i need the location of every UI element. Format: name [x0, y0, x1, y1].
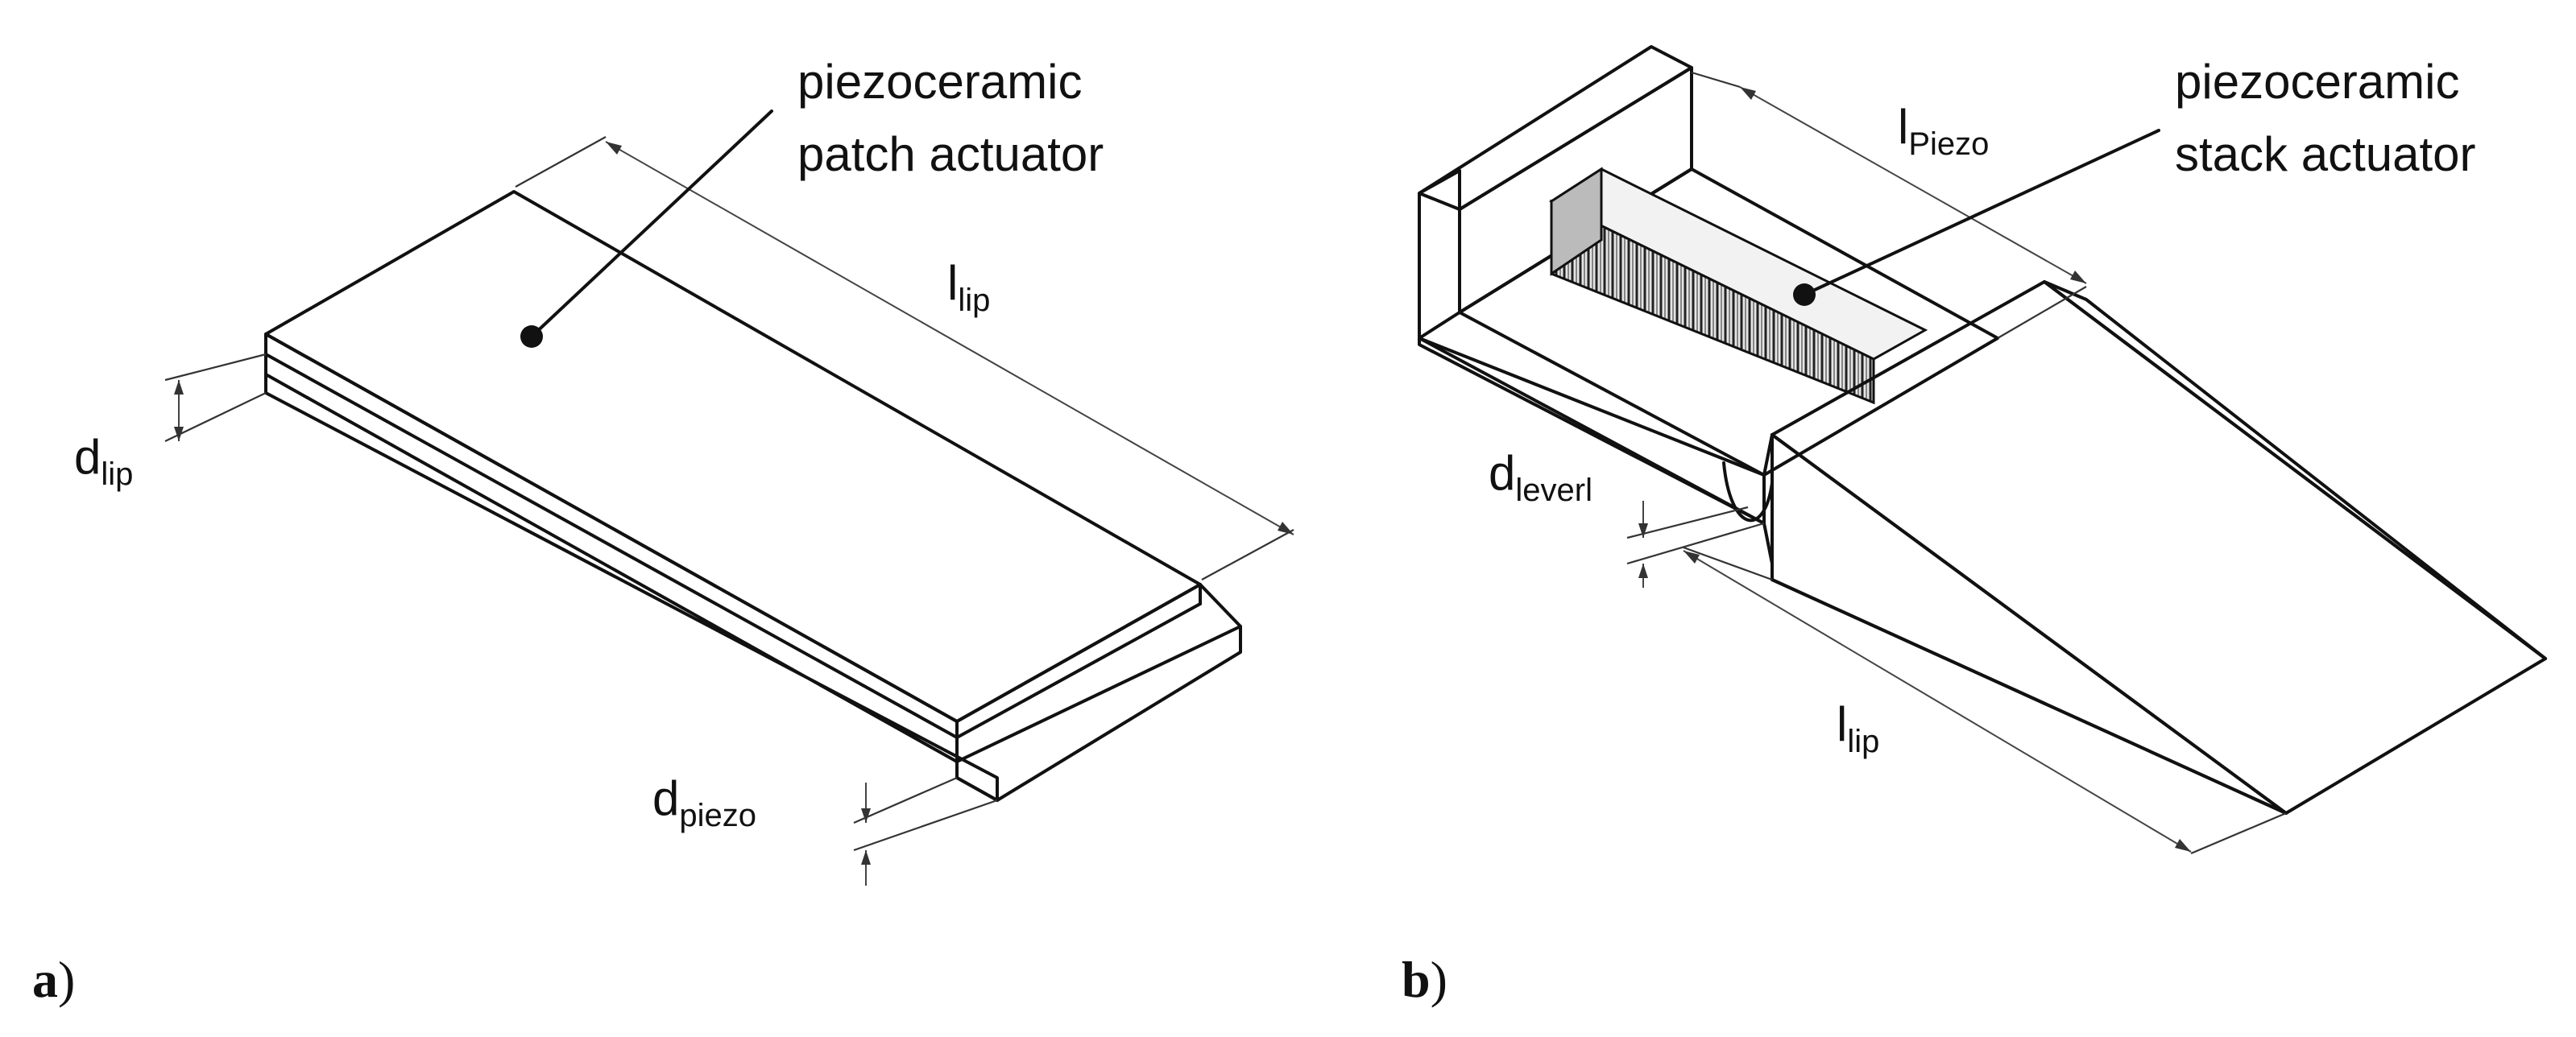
lip-wedge-right — [2043, 280, 2547, 660]
llip-label-a: llip — [947, 256, 990, 318]
llip-b-dimension-line — [1683, 550, 2192, 853]
stack-callout-dot — [1793, 283, 1816, 306]
panel-a-piezo-dimension — [853, 776, 998, 886]
panel-a-drawing — [264, 190, 1242, 802]
stack-left-face — [1550, 167, 1603, 276]
panel-b-lever-dimension — [1626, 501, 1765, 588]
dleverl-label: dleverl — [1489, 446, 1592, 508]
panel-b-marker: b) — [1402, 951, 1447, 1008]
patch-callout-dot — [520, 325, 543, 348]
panel-b-callout-leader — [1793, 129, 2160, 306]
stack-callout-line1: piezoceramic — [2175, 55, 2459, 109]
lip-wedge-side — [1762, 433, 2288, 815]
panel-a-length-dimension — [515, 136, 1294, 580]
lever-groove — [1722, 461, 1774, 523]
lpiezo-dimension-line — [1739, 86, 2087, 284]
llip-dimension-line — [605, 141, 1294, 535]
panel-b-piezo-length-dimension — [1691, 71, 2087, 339]
lip-top-face — [264, 190, 1202, 723]
stack-callout-line2: stack actuator — [2175, 127, 2476, 181]
panel-b-lip-length-dimension — [1683, 546, 2287, 855]
piezo-patch-front — [264, 333, 959, 739]
patch-callout-line1: piezoceramic — [797, 55, 1082, 109]
dlip-label: dlip — [74, 430, 133, 492]
lip-front-face — [264, 373, 999, 802]
llip-label-b: llip — [1837, 697, 1879, 759]
lip-bottom-edge — [1770, 578, 2288, 815]
panel-a-callout-leader — [520, 109, 773, 348]
lip-wedge-top — [1770, 280, 2547, 815]
panel-b-drawing — [1418, 45, 2547, 815]
dpiezo-label: dpiezo — [652, 771, 756, 833]
panel-a-thickness-dimension — [164, 353, 267, 442]
panel-a-marker: a) — [32, 951, 75, 1008]
patch-callout-line2: patch actuator — [797, 127, 1104, 181]
tip-body-edge — [955, 625, 1242, 763]
base-bottom-edge — [1418, 337, 1766, 525]
tip-layer-edge — [955, 602, 1202, 739]
lpiezo-label: lPiezo — [1898, 100, 1989, 162]
